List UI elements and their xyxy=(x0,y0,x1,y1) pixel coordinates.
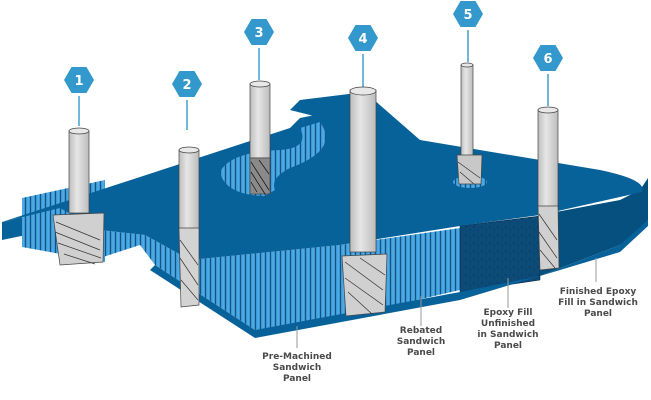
marker-leaders xyxy=(78,30,549,130)
marker-1: 1 xyxy=(64,67,94,93)
tool-2 xyxy=(178,146,200,308)
top-skin xyxy=(2,105,643,260)
marker-number: 2 xyxy=(182,78,191,93)
s-cut-pocket xyxy=(220,122,326,196)
router-bits xyxy=(52,62,560,317)
marker-number: 6 xyxy=(543,52,552,67)
honeycomb-front xyxy=(100,230,340,330)
callout-epoxy-finished: Finished Epoxy Fill in Sandwich Panel xyxy=(558,287,638,319)
marker-6: 6 xyxy=(533,45,563,71)
step-markers: 1 2 3 4 5 6 xyxy=(64,1,563,97)
callout-leaders xyxy=(296,258,597,348)
epoxy-fill-unfinished xyxy=(459,215,541,293)
tool-5 xyxy=(456,62,483,185)
tool-6 xyxy=(537,106,560,271)
marker-number: 4 xyxy=(358,32,367,47)
marker-number: 5 xyxy=(463,8,472,23)
tool-4 xyxy=(341,86,388,317)
marker-3: 3 xyxy=(244,19,274,45)
tool-1 xyxy=(52,127,105,266)
marker-2: 2 xyxy=(172,71,202,97)
marker-5: 5 xyxy=(453,1,483,27)
finished-edge xyxy=(540,178,648,276)
marker-4: 4 xyxy=(348,25,378,51)
marker-number: 3 xyxy=(254,26,263,41)
marker-number: 1 xyxy=(74,74,83,89)
tool-3 xyxy=(249,80,271,195)
callout-pre-machined-panel: Pre-Machined Sandwich Panel xyxy=(262,352,332,384)
callout-rebated-panel: Rebated Sandwich Panel xyxy=(396,326,446,358)
callout-epoxy-unfinished: Epoxy Fill Unfinished in Sandwich Panel xyxy=(477,308,539,351)
